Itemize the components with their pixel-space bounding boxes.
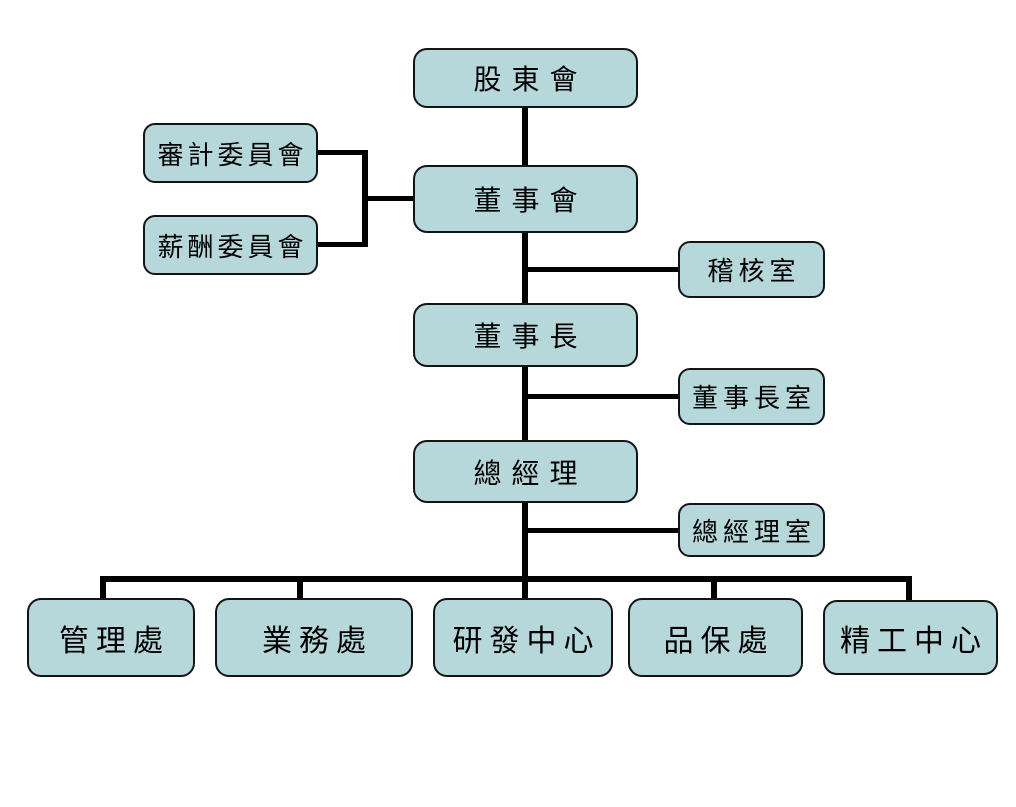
node-general-manager-office: 總經理室 bbox=[678, 503, 825, 557]
connector-gm-bottom-bar bbox=[522, 501, 528, 600]
connector-bracket-board bbox=[368, 196, 413, 201]
node-general-manager-label: 總經理 bbox=[473, 456, 588, 490]
node-rd-center: 研發中心 bbox=[433, 598, 613, 677]
node-precision-center: 精工中心 bbox=[823, 600, 998, 675]
node-audit-office-label: 稽核室 bbox=[707, 257, 801, 287]
node-chairman-office-label: 董事長室 bbox=[691, 384, 816, 414]
node-compensation-committee-label: 薪酬委員會 bbox=[157, 232, 308, 263]
node-board-of-directors-label: 董事會 bbox=[473, 184, 588, 217]
connector-compensation-committee-bracket bbox=[318, 242, 368, 247]
node-audit-office: 稽核室 bbox=[678, 241, 825, 298]
connector-bottom-bar bbox=[100, 576, 912, 582]
connector-drop-precision bbox=[906, 576, 912, 602]
node-shareholders-meeting-label: 股東會 bbox=[473, 63, 588, 96]
node-general-manager: 總經理 bbox=[413, 440, 638, 503]
node-chairman: 董事長 bbox=[413, 303, 638, 367]
node-chairman-label: 董事長 bbox=[473, 320, 588, 353]
node-shareholders-meeting: 股東會 bbox=[413, 48, 638, 108]
connector-chairman-gm bbox=[522, 365, 528, 443]
connector-drop-management bbox=[100, 576, 106, 600]
node-rd-center-label: 研發中心 bbox=[452, 623, 601, 659]
node-audit-committee-label: 審計委員會 bbox=[157, 140, 308, 171]
node-precision-center-label: 精工中心 bbox=[840, 623, 988, 659]
connector-gm-gm-office bbox=[525, 528, 678, 533]
node-quality-assurance-division-label: 品保處 bbox=[663, 623, 775, 659]
node-business-division: 業務處 bbox=[215, 598, 413, 677]
node-management-division-label: 管理處 bbox=[59, 623, 170, 659]
connector-shareholders-board bbox=[522, 106, 528, 168]
node-business-division-label: 業務處 bbox=[262, 623, 373, 659]
connector-bracket-vertical bbox=[362, 150, 368, 247]
node-quality-assurance-division: 品保處 bbox=[628, 598, 803, 677]
node-general-manager-office-label: 總經理室 bbox=[691, 517, 816, 548]
connector-drop-qa bbox=[711, 576, 717, 600]
node-management-division: 管理處 bbox=[27, 598, 195, 677]
node-board-of-directors: 董事會 bbox=[413, 165, 638, 233]
node-compensation-committee: 薪酬委員會 bbox=[143, 215, 318, 275]
connector-audit-committee-bracket bbox=[318, 150, 368, 155]
node-chairman-office: 董事長室 bbox=[678, 368, 825, 425]
connector-chairman-chairman-office bbox=[525, 394, 678, 399]
node-audit-committee: 審計委員會 bbox=[143, 123, 318, 183]
connector-board-audit-office bbox=[525, 267, 678, 272]
connector-drop-business bbox=[297, 576, 303, 600]
